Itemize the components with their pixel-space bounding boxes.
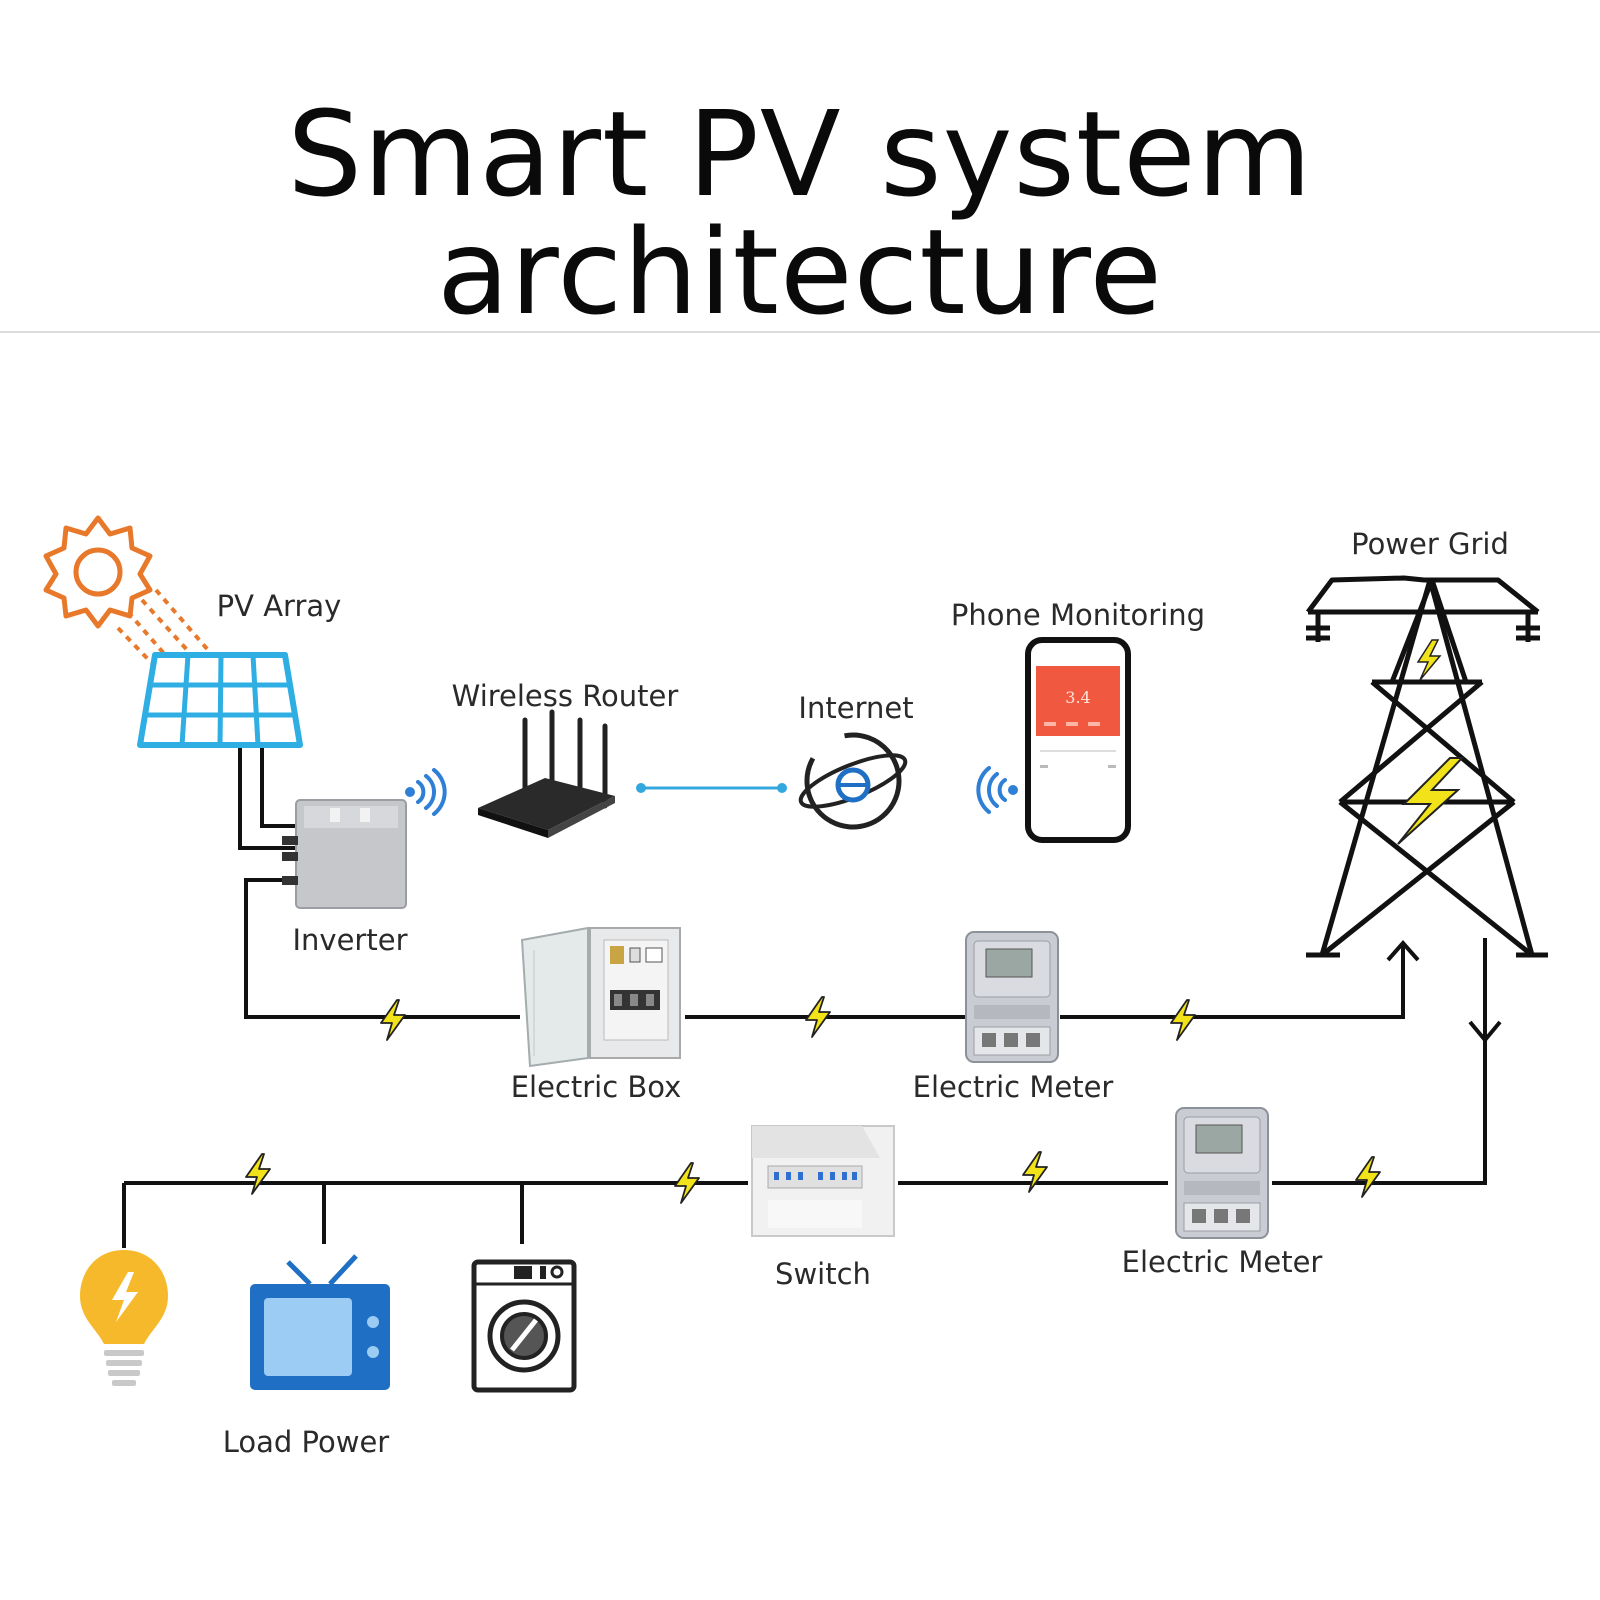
page-title: Smart PV system architecture (287, 85, 1313, 341)
internet-globe-icon (798, 732, 908, 830)
router-icon (478, 709, 615, 838)
wireless-router-label: Wireless Router (452, 679, 679, 713)
phone-icon: 3.4 (1025, 637, 1131, 843)
electric-meter-label: Electric Meter (1122, 1245, 1323, 1279)
wifi-icon (976, 766, 1018, 814)
wifi-icon (405, 768, 447, 816)
bolt-icon (1022, 1151, 1048, 1193)
switch-panel-icon (751, 1125, 895, 1237)
inverter-icon (282, 799, 407, 909)
tv-icon (250, 1254, 390, 1390)
solar-panel-icon (137, 652, 303, 748)
switch-label: Switch (775, 1257, 871, 1291)
bolt-icon (674, 1162, 700, 1204)
bolt-icon (1397, 639, 1465, 845)
bolt-icon (1170, 999, 1196, 1041)
title-divider (0, 331, 1600, 333)
bolt-icon (380, 999, 406, 1041)
sun-icon (43, 515, 153, 629)
washing-machine-icon (471, 1259, 577, 1393)
bolt-icon (245, 1153, 271, 1195)
power-grid-label: Power Grid (1351, 527, 1509, 561)
phone-monitoring-label: Phone Monitoring (951, 598, 1205, 632)
bolt-icon (805, 996, 831, 1038)
electric-box-label: Electric Box (511, 1070, 682, 1104)
light-bulb-icon (80, 1250, 168, 1386)
pv-array-label: PV Array (217, 589, 342, 623)
electric-meter-icon (965, 931, 1059, 1063)
phone-screen-value: 3.4 (1065, 688, 1090, 707)
load-power-label: Load Power (223, 1425, 390, 1459)
bolt-icon (1355, 1156, 1381, 1198)
power-tower-icon (1306, 575, 1548, 958)
internet-label: Internet (798, 691, 913, 725)
electric-meter-label: Electric Meter (913, 1070, 1114, 1104)
electric-meter-icon (1175, 1107, 1269, 1239)
inverter-label: Inverter (293, 923, 408, 957)
electric-box-icon (520, 926, 681, 1068)
wiring (122, 735, 1502, 1248)
network-link (636, 783, 787, 793)
